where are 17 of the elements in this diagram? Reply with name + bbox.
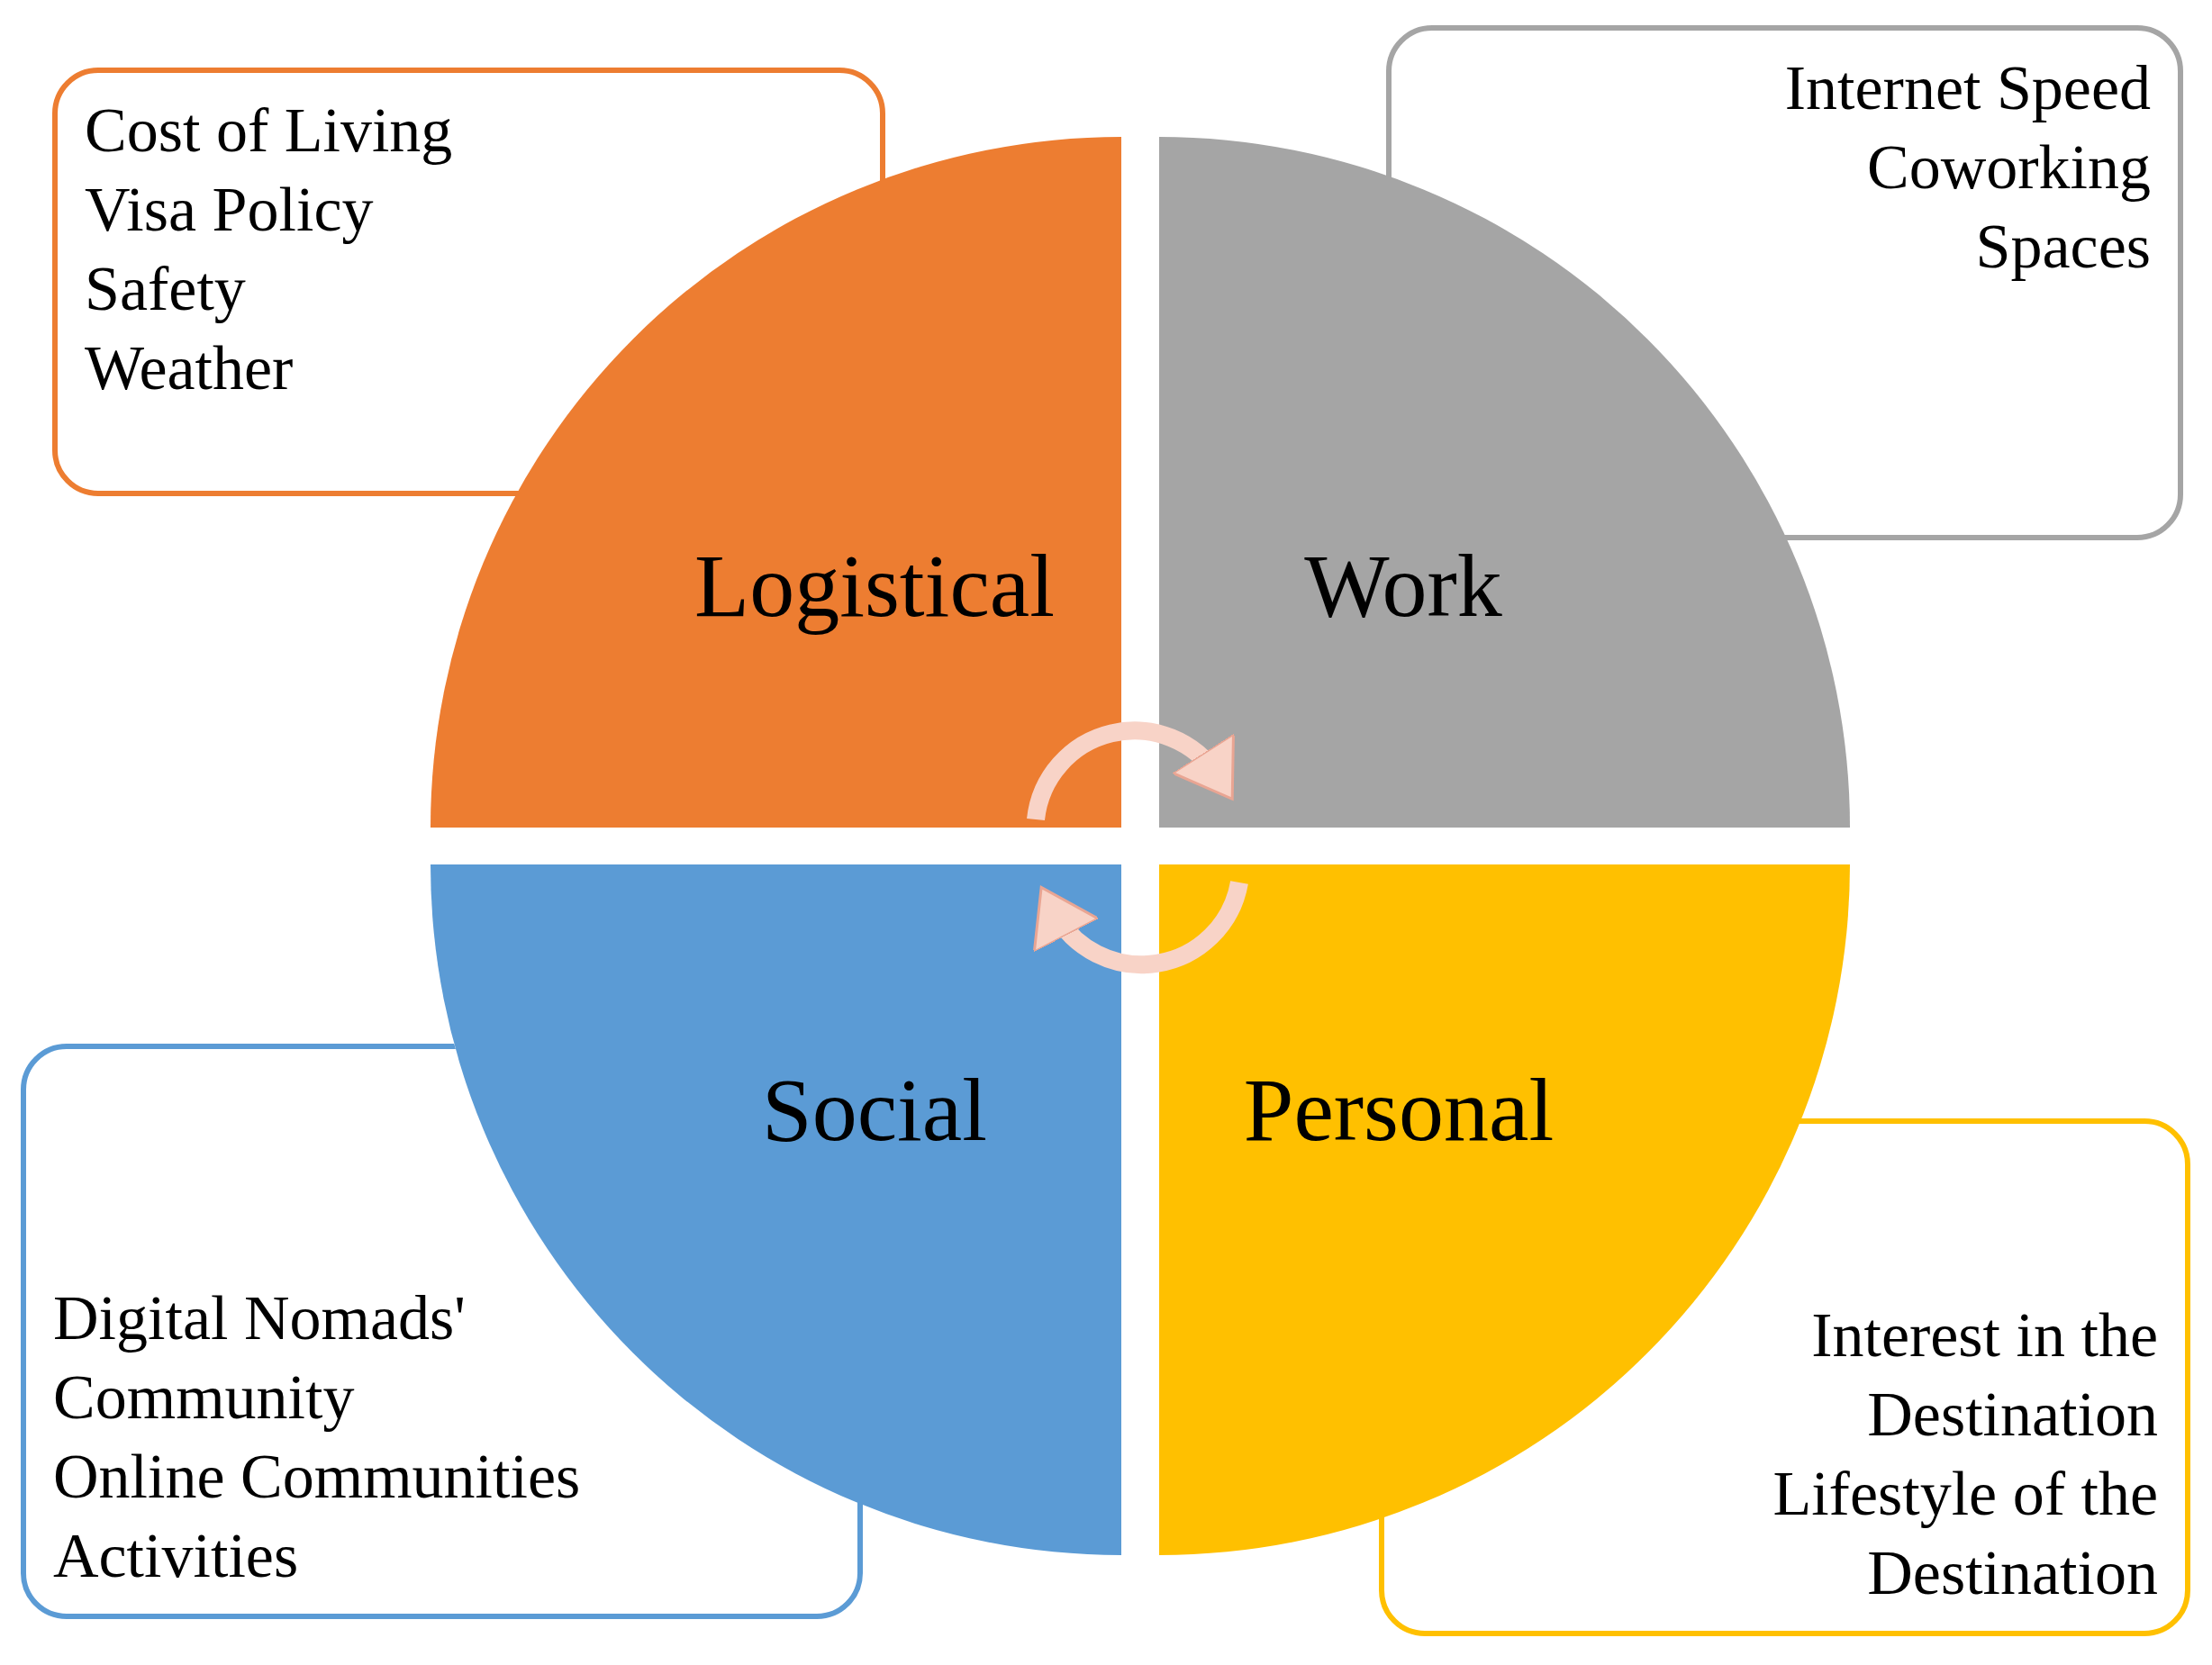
sector-label: Work (1304, 534, 1502, 638)
list-item: Cost of Living (85, 95, 453, 167)
list-item: Digital Nomads' Community (53, 1282, 467, 1434)
curved-arrow (1035, 880, 1248, 974)
sector-label: Logistical (694, 534, 1055, 638)
list-item: Online Communities (53, 1441, 581, 1513)
list-item: Internet Speed (1784, 52, 2151, 124)
list-item: Coworking Spaces (1866, 131, 2151, 283)
list-item: Lifestyle of the Destination (1772, 1458, 2158, 1609)
list-item: Interest in the Destination (1810, 1299, 2158, 1451)
list-item: Activities (53, 1520, 299, 1592)
list-item: Visa Policy (85, 174, 374, 246)
list-item: Safety (85, 253, 246, 325)
curved-arrow (1027, 721, 1236, 821)
sector-label: Social (762, 1058, 987, 1162)
list-item: Weather (85, 332, 294, 404)
sector-label: Personal (1243, 1058, 1555, 1162)
